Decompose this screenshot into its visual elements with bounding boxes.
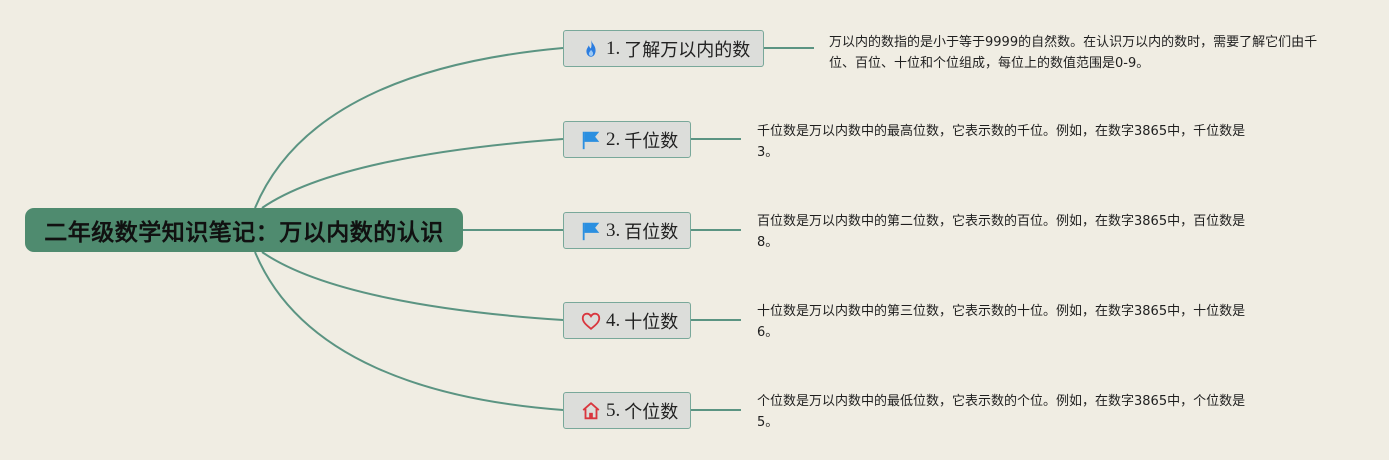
topic-4-number: 4. — [606, 309, 621, 331]
topic-3-label: 百位数 — [624, 221, 679, 243]
flag-icon — [580, 220, 602, 242]
topic-2-number: 2. — [606, 128, 621, 150]
topic-3[interactable]: 3. 百位数 — [563, 212, 691, 249]
house-icon — [580, 400, 602, 422]
topic-4-description: 十位数是万以内数中的第三位数，它表示数的十位。例如，在数字3865中，十位数是6… — [757, 304, 1246, 340]
topic-3-description: 百位数是万以内数中的第二位数，它表示数的百位。例如，在数字3865中，百位数是8… — [757, 214, 1246, 250]
topic-1[interactable]: 1. 了解万以内的数 — [563, 30, 764, 67]
topic-5[interactable]: 5. 个位数 — [563, 392, 691, 429]
topic-4[interactable]: 4. 十位数 — [563, 302, 691, 339]
topic-1-label: 了解万以内的数 — [624, 39, 751, 61]
topic-5-label: 个位数 — [624, 401, 679, 423]
topic-3-number: 3. — [606, 219, 621, 241]
connector-root-to-topic-1 — [254, 47, 564, 209]
topic-4-label: 十位数 — [624, 311, 679, 333]
connector-root-to-topic-2 — [261, 138, 564, 209]
fire-icon — [580, 38, 602, 60]
topic-5-description: 个位数是万以内数中的最低位数，它表示数的个位。例如，在数字3865中，个位数是5… — [757, 394, 1246, 430]
root-topic-title: 二年级数学知识笔记：万以内数的认识 — [44, 220, 444, 246]
topic-1-description: 万以内的数指的是小于等于9999的自然数。在认识万以内的数时，需要了解它们由千位… — [829, 35, 1318, 71]
topic-2-label: 千位数 — [624, 130, 679, 152]
root-topic[interactable]: 二年级数学知识笔记：万以内数的认识 — [25, 208, 463, 252]
connector-root-to-topic-5 — [254, 251, 564, 411]
topic-5-number: 5. — [606, 399, 621, 421]
topic-1-number: 1. — [606, 37, 621, 59]
topic-2[interactable]: 2. 千位数 — [563, 121, 691, 158]
heart-icon — [580, 310, 602, 332]
connector-root-to-topic-4 — [261, 251, 564, 321]
topic-2-description: 千位数是万以内数中的最高位数，它表示数的千位。例如，在数字3865中，千位数是3… — [757, 124, 1246, 160]
flag-icon — [580, 129, 602, 151]
